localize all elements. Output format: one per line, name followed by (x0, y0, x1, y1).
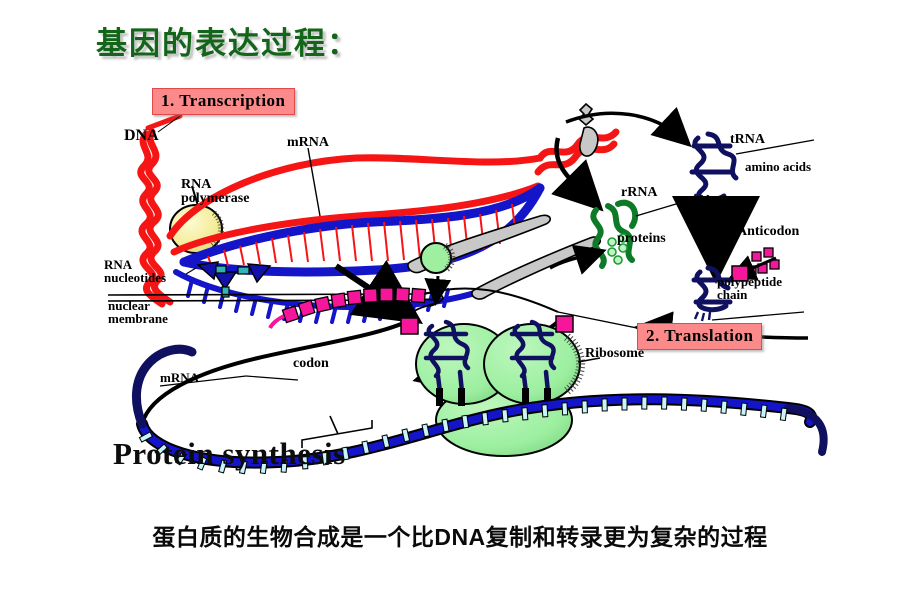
stage-label-translation: 2. Translation (637, 323, 763, 350)
label-ribosome: Ribosome (585, 346, 645, 361)
label-anticodon: Anticodon (737, 224, 800, 239)
label-proteins: proteins (617, 231, 666, 246)
label-nuclear-membrane: nuclear membrane (108, 298, 168, 327)
amino-acid-squares (746, 247, 780, 276)
label-dna: DNA (124, 127, 159, 144)
label-rna-polymerase: RNA polymerase (181, 177, 250, 207)
label-polypeptide-chain: polypeptide chain (717, 274, 783, 303)
label-rna-nucleotides: RNA nucleotides (104, 257, 167, 286)
protein-circles (607, 233, 628, 265)
label-mrna-template: mRNA (160, 370, 199, 385)
protein-synthesis-diagram (88, 76, 878, 486)
stage-label-transcription: 1. Transcription (152, 88, 295, 115)
dna-right-coil (534, 128, 620, 176)
label-trna: tRNA (730, 132, 765, 147)
polypeptide-chain-beads (281, 287, 427, 324)
dna-transcription-bubble (166, 154, 544, 256)
anticodon-contact-blocks (436, 388, 551, 406)
slide-caption: 蛋白质的生物合成是一个比DNA复制和转录更为复杂的过程 (152, 524, 768, 550)
rna-nucleotide-shapes (196, 261, 272, 298)
dna-strand (137, 128, 174, 308)
charged-trna (691, 265, 735, 313)
diagram-heading: Protein synthesis (113, 436, 346, 471)
label-codon: codon (293, 356, 329, 371)
page-title: 基因的表达过程： (96, 26, 360, 61)
ribosome-subunit (420, 242, 456, 274)
label-rrna: rRNA (621, 185, 658, 200)
codon-bracket (301, 415, 373, 448)
label-mrna-transcript: mRNA (287, 135, 329, 150)
label-amino-acids: amino acids (745, 159, 812, 174)
